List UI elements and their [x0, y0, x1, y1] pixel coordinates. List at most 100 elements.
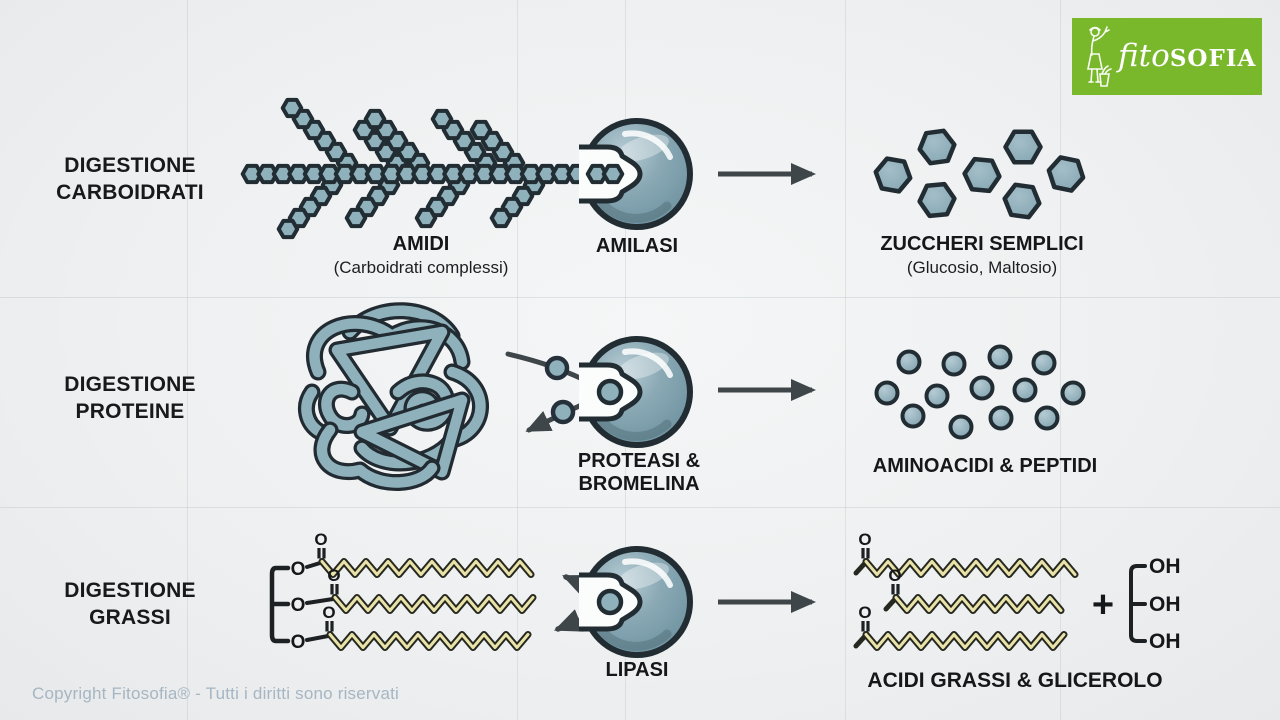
label-acidi-grassi: ACIDI GRASSI & GLICEROLO	[850, 669, 1180, 693]
molecule-shape	[395, 163, 419, 185]
molecule-shape	[320, 560, 533, 576]
panel-seam	[0, 507, 1280, 508]
hydroxyl-label: OH	[1149, 555, 1181, 578]
molecule-shape	[1046, 155, 1086, 193]
molecule-shape	[363, 108, 387, 130]
molecule-shape	[305, 597, 335, 605]
row-title-carbs-line2: CARBOIDRATI	[56, 181, 204, 204]
molecule-shape	[430, 108, 454, 130]
carbonyl-oxygen-label: O	[858, 530, 871, 549]
fatty-acid-molecules	[853, 548, 1079, 651]
label-aminoacidi: AMINOACIDI & PEPTIDI	[840, 455, 1130, 478]
simple-sugars-molecules	[873, 128, 1086, 220]
molecule-shape	[969, 375, 995, 401]
label-aminoacidi-title: AMINOACIDI & PEPTIDI	[872, 455, 1098, 477]
molecule-shape	[596, 378, 624, 406]
row-title-carbs-line1: DIGESTIONE	[64, 154, 196, 177]
label-zuccheri: ZUCCHERI SEMPLICI (Glucosio, Maltosio)	[857, 233, 1107, 278]
row-title-fats-line1: DIGESTIONE	[64, 579, 196, 602]
molecule-shape	[488, 163, 512, 185]
molecule-shape	[344, 207, 368, 229]
molecule-shape	[864, 560, 1077, 576]
label-amilasi: AMILASI	[562, 235, 712, 258]
molecule-shape	[941, 351, 967, 377]
molecule-shape	[321, 384, 368, 431]
panel-seam	[517, 0, 518, 720]
botanist-illustration-icon	[1087, 25, 1112, 87]
hydroxyl-label: OH	[1149, 630, 1181, 653]
molecule-shape	[519, 163, 543, 185]
molecule-shape	[256, 163, 279, 185]
ester-oxygen-label: O	[291, 559, 306, 580]
amilasi-enzyme-icon	[579, 118, 693, 230]
ester-oxygen-label: O	[291, 632, 306, 653]
molecule-shape	[356, 394, 468, 478]
molecule-shape	[601, 163, 625, 185]
molecule-shape	[349, 163, 372, 185]
molecule-shape	[1002, 182, 1042, 220]
label-zuccheri-title: ZUCCHERI SEMPLICI	[880, 233, 1084, 255]
molecule-shape	[874, 380, 900, 406]
molecule-shape	[333, 596, 535, 612]
molecule-shape	[873, 156, 913, 194]
label-acidi-grassi-title: ACIDI GRASSI & GLICEROLO	[867, 669, 1163, 692]
molecule-shape	[305, 561, 322, 569]
molecule-shape	[316, 424, 438, 488]
molecule-shape	[280, 97, 304, 119]
molecule-shape	[411, 163, 434, 185]
molecule-shape	[1003, 129, 1043, 165]
chemistry-labels: O O O O O O O O O + OH OH OH	[291, 530, 1181, 653]
logo-script-text: fito	[1118, 38, 1170, 74]
molecule-shape	[469, 119, 493, 141]
label-amidi-title: AMIDI	[392, 233, 450, 255]
row-title-fats: DIGESTIONE GRASSI	[18, 577, 242, 631]
label-amidi: AMIDI (Carboidrati complessi)	[311, 233, 531, 278]
molecule-shape	[987, 344, 1013, 370]
molecule-shape	[392, 376, 452, 429]
peptide-bead	[544, 355, 570, 381]
label-lipasi-title: LIPASI	[605, 659, 669, 681]
molecule-shape	[328, 633, 530, 649]
molecule-shape	[535, 163, 558, 185]
molecule-shape	[598, 199, 672, 223]
label-zuccheri-note: (Glucosio, Maltosio)	[906, 258, 1058, 277]
molecule-shape	[550, 163, 574, 185]
molecule-shape	[585, 163, 609, 185]
proteasi-enzyme-icon	[579, 336, 693, 448]
reaction-arrows	[718, 162, 817, 614]
molecule-shape	[622, 348, 673, 378]
molecule-shape	[504, 163, 527, 185]
carbonyl-oxygen-label: O	[888, 566, 901, 585]
row-title-fats-line2: GRASSI	[89, 606, 171, 629]
molecule-shape	[988, 405, 1014, 431]
molecule-shape	[318, 163, 341, 185]
molecule-shape	[1034, 405, 1060, 431]
molecule-shape	[457, 163, 481, 185]
ester-oxygen-label: O	[291, 595, 306, 616]
row-title-proteins-line2: PROTEINE	[75, 400, 185, 423]
panel-seam	[0, 297, 1280, 298]
panel-seam	[1060, 0, 1061, 720]
protein-molecule	[297, 302, 489, 491]
molecule-shape	[442, 163, 465, 185]
row-title-carbs: DIGESTIONE CARBOIDRATI	[18, 152, 242, 206]
molecule-shape	[900, 403, 926, 429]
molecule-shape	[305, 634, 330, 642]
molecule-shape	[426, 163, 450, 185]
molecule-shape	[287, 163, 310, 185]
logo-serif-text: SOFIA	[1169, 45, 1257, 72]
triglyceride-molecule	[269, 548, 537, 651]
molecule-shape	[489, 207, 513, 229]
molecule-shape	[622, 558, 673, 588]
carbonyl-oxygen-label: O	[322, 603, 335, 622]
plus-sign-label: +	[1092, 584, 1114, 626]
copyright-text: Copyright Fitosofia® - Tutti i diritti s…	[32, 684, 400, 703]
molecule-shape	[622, 130, 673, 160]
molecule-shape	[1031, 350, 1057, 376]
row-title-proteins-line1: DIGESTIONE	[64, 373, 196, 396]
molecule-shape	[364, 163, 388, 185]
panel-seam	[187, 0, 188, 720]
molecule-shape	[896, 349, 922, 375]
